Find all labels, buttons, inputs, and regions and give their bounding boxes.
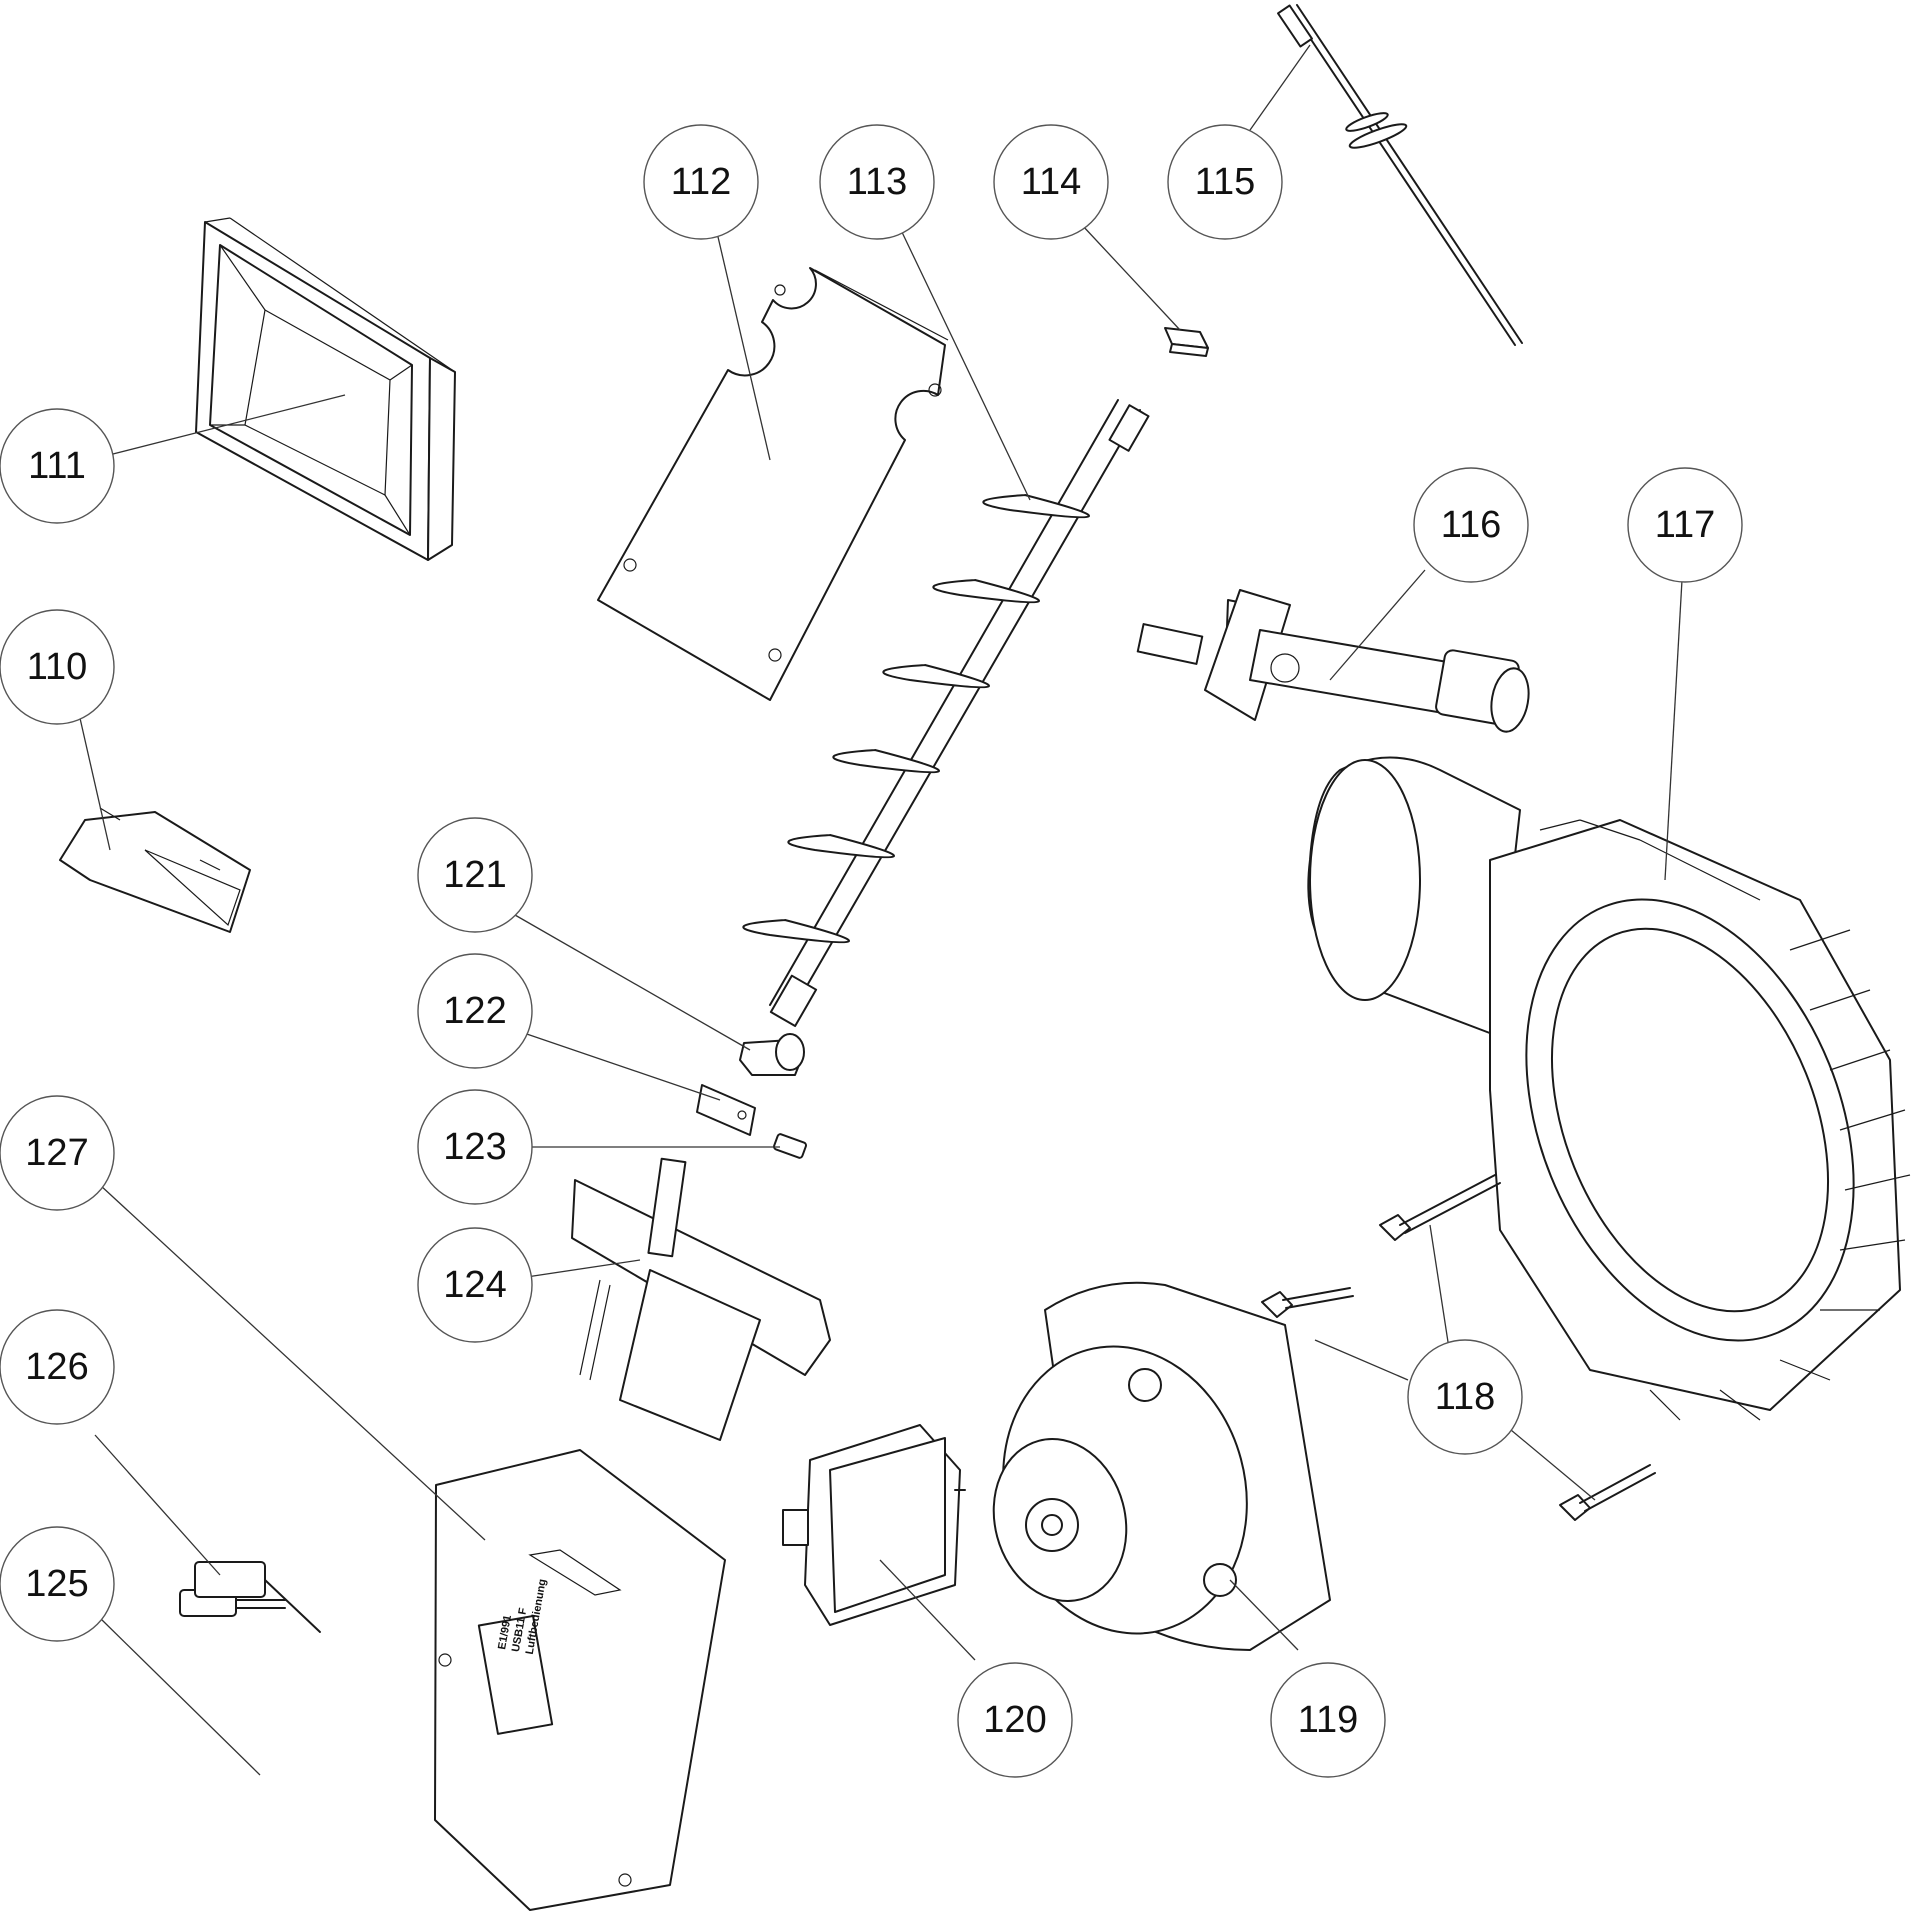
leader-125 xyxy=(99,1617,261,1776)
leader-127 xyxy=(99,1184,486,1541)
callout-125-label: 125 xyxy=(25,1563,88,1605)
callout-122-label: 122 xyxy=(443,990,506,1032)
callout-127: 127 xyxy=(0,1095,115,1211)
part-121-bushing xyxy=(739,1033,805,1076)
leader-117 xyxy=(1664,579,1683,881)
callout-116: 116 xyxy=(1413,467,1529,583)
part-120-sensor-box xyxy=(782,1424,966,1626)
callout-123: 123 xyxy=(417,1089,533,1205)
leader-lines xyxy=(76,44,1683,1776)
leader-119 xyxy=(1229,1579,1299,1651)
callout-117: 117 xyxy=(1627,467,1743,583)
leader-121 xyxy=(514,914,751,1051)
leader-118a xyxy=(1429,1224,1451,1356)
control-box-label-line-1: E1/991 xyxy=(496,1614,514,1650)
leader-113 xyxy=(899,227,1031,501)
part-126-sensor-cable xyxy=(194,1561,321,1633)
leader-115 xyxy=(1242,44,1311,141)
callout-127-label: 127 xyxy=(25,1132,88,1174)
leader-116 xyxy=(1329,569,1426,681)
part-127-control-box xyxy=(434,1449,726,1911)
callout-117-label: 117 xyxy=(1655,504,1716,546)
callout-122: 122 xyxy=(417,953,533,1069)
callout-110-label: 110 xyxy=(27,646,88,688)
part-119-fan-motor xyxy=(992,1281,1331,1651)
leader-122 xyxy=(514,1029,721,1101)
part-114-clip xyxy=(1164,327,1209,357)
callout-124: 124 xyxy=(417,1227,533,1343)
part-117-burner-housing xyxy=(1307,756,1911,1421)
part-124-gear-motor xyxy=(571,1157,831,1441)
part-112-cover-plate xyxy=(597,267,949,701)
leader-110 xyxy=(76,704,111,851)
callout-123-label: 123 xyxy=(443,1126,506,1168)
callout-119-label: 119 xyxy=(1298,1699,1359,1741)
callout-114-label: 114 xyxy=(1021,161,1082,203)
callout-121-label: 121 xyxy=(443,854,506,896)
part-122-coupling xyxy=(696,1084,756,1136)
callout-119: 119 xyxy=(1270,1662,1386,1778)
leader-114 xyxy=(1081,224,1181,331)
callout-113: 113 xyxy=(819,124,935,240)
callout-113-label: 113 xyxy=(847,161,908,203)
part-110-microswitch xyxy=(59,807,251,933)
leader-118b xyxy=(1314,1339,1409,1381)
part-111-hopper-frame xyxy=(195,217,456,561)
callout-126: 126 xyxy=(0,1309,115,1425)
callout-118: 118 xyxy=(1407,1339,1523,1455)
callout-112: 112 xyxy=(643,124,759,240)
leader-112 xyxy=(714,223,771,461)
callout-126-label: 126 xyxy=(25,1346,88,1388)
part-116-igniter xyxy=(1136,589,1530,733)
part-123-set-screw xyxy=(773,1133,807,1159)
leader-126 xyxy=(94,1434,221,1576)
callout-115: 115 xyxy=(1167,124,1283,240)
leader-124 xyxy=(519,1259,641,1279)
callout-120: 120 xyxy=(957,1662,1073,1778)
callout-121: 121 xyxy=(417,817,533,933)
part-113-auger-screw xyxy=(742,399,1150,1028)
callout-111: 111 xyxy=(0,408,115,524)
callout-115-label: 115 xyxy=(1195,161,1256,203)
callout-125: 125 xyxy=(0,1526,115,1642)
leader-120 xyxy=(879,1559,976,1661)
callout-124-label: 124 xyxy=(443,1264,506,1306)
callout-118-label: 118 xyxy=(1435,1376,1496,1418)
callout-116-label: 116 xyxy=(1441,504,1502,546)
leader-118c xyxy=(1504,1424,1596,1501)
callout-114: 114 xyxy=(993,124,1109,240)
callout-112-label: 112 xyxy=(671,161,732,203)
callout-120-label: 120 xyxy=(983,1699,1046,1741)
leader-111 xyxy=(104,394,346,457)
callout-110: 110 xyxy=(0,609,115,725)
part-115-probe-rod xyxy=(1277,4,1523,346)
callout-111-label: 111 xyxy=(28,445,86,487)
